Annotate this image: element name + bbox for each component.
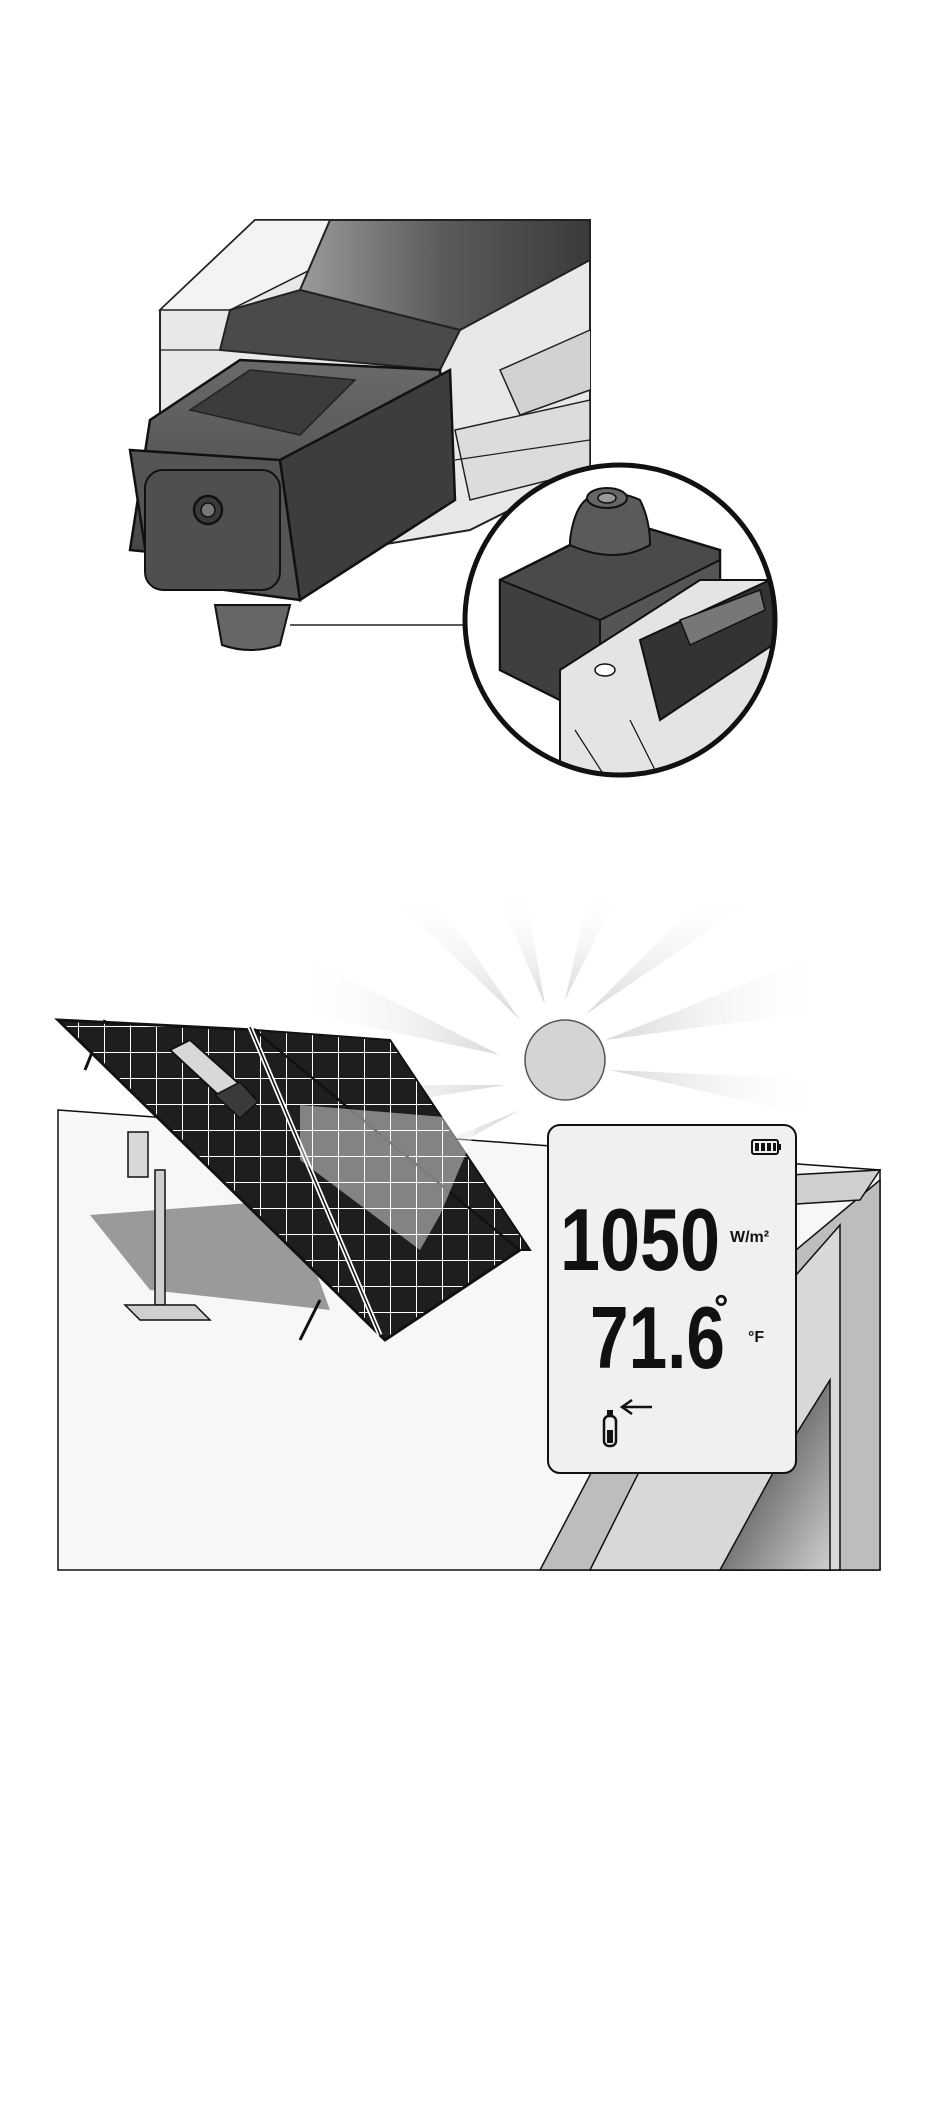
irradiance-value: 1050 [560, 1190, 720, 1289]
magnified-inset [465, 465, 800, 800]
sensor-closeup-illustration [0, 200, 950, 820]
solar-measurement-illustration: 1050 W/m² 71.6 ° °F [0, 870, 950, 1610]
degree-symbol: ° [714, 1287, 728, 1328]
irradiance-unit: W/m² [730, 1229, 769, 1246]
temperature-value: 71.6 [590, 1288, 725, 1387]
sun-icon [525, 1020, 605, 1100]
temperature-unit: °F [748, 1329, 764, 1346]
sensor-head [130, 360, 455, 650]
meter-display: 1050 W/m² 71.6 ° °F [548, 1125, 796, 1473]
